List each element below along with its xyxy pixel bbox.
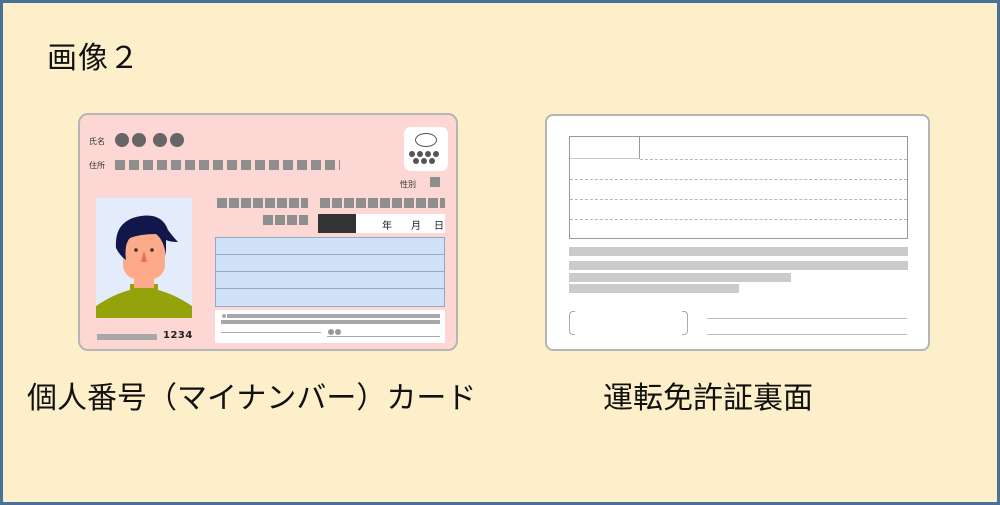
month-label: 月: [411, 221, 421, 232]
license-back-illustration: [545, 114, 930, 351]
ic-chip-icon: [404, 127, 448, 171]
portrait-photo: [96, 198, 192, 318]
text-placeholder-bar: [569, 284, 739, 293]
signature-area: [215, 310, 445, 343]
text-placeholder-bar: [569, 273, 791, 282]
signature-line: [707, 334, 907, 335]
my-number-card-illustration: 氏名 住所 性別: [78, 113, 458, 351]
text-placeholder-bar: [569, 261, 908, 270]
birthdate-field: 年 月 日: [318, 214, 445, 233]
remarks-rows: [215, 237, 445, 307]
name-placeholder-dot: [170, 133, 184, 147]
name-placeholder-dot: [115, 133, 129, 147]
era-placeholder: [318, 214, 356, 233]
license-remarks-table: [569, 136, 908, 239]
license-back-caption: 運転免許証裏面: [603, 381, 813, 416]
my-number-card-caption: 個人番号（マイナンバー）カード: [27, 381, 477, 416]
info-placeholder: [320, 198, 445, 208]
text-placeholder-bar: [569, 247, 908, 256]
day-label: 日: [434, 221, 444, 232]
sex-label: 性別: [400, 180, 416, 189]
stamp-bracket-right: [682, 311, 688, 335]
info-placeholder: [263, 215, 308, 225]
stamp-bracket-left: [569, 311, 575, 335]
year-label: 年: [382, 221, 392, 232]
name-placeholder-dot: [132, 133, 146, 147]
name-placeholder-dot: [153, 133, 167, 147]
address-label: 住所: [89, 161, 105, 170]
signature-line: [707, 318, 907, 319]
name-label: 氏名: [89, 137, 105, 146]
page-title: 画像２: [47, 41, 140, 76]
sex-placeholder: [430, 177, 440, 187]
card-number: 1234: [163, 330, 193, 341]
info-placeholder: [217, 198, 308, 208]
address-placeholder: [115, 160, 340, 170]
number-placeholder-bar: [97, 334, 157, 340]
